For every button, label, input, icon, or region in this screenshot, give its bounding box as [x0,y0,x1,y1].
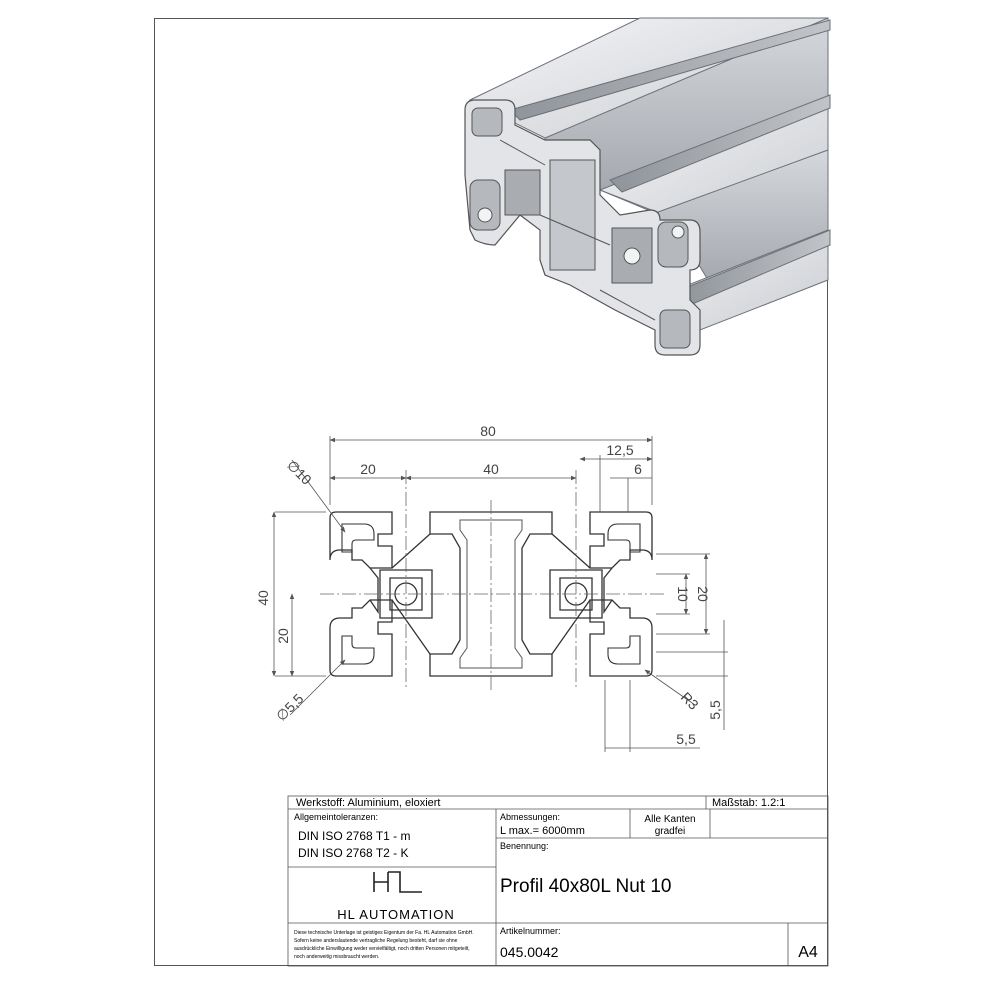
dim-slot-outer: 20 [695,586,711,602]
length-max: L max.= 6000mm [500,825,585,837]
drawing-sheet [154,18,828,966]
hl-logo [373,871,422,893]
dim-pitch: 40 [483,461,499,477]
edges-line-1: Alle Kanten [644,814,695,825]
format-label: A4 [798,944,818,961]
dim-slot-depth: 6 [634,461,642,477]
dimension-labels: 80 20 40 12,5 6 ∅10 ∅5,5 40 20 10 20 R3 … [255,423,723,747]
tolerance-2: DIN ISO 2768 T2 - K [298,846,409,860]
dim-half-height: 20 [275,628,291,644]
dim-edge-offset: 20 [360,461,376,477]
disclaimer-line-3: ausdrückliche Einwilligung weder verviel… [294,946,470,952]
dim-radius: R3 [678,689,702,713]
material-text: Werkstoff: Aluminium, eloxiert [296,797,440,809]
tolerance-1: DIN ISO 2768 T1 - m [298,829,410,843]
designation: Profil 40x80L Nut 10 [500,876,671,897]
dim-slot-offset: 12,5 [606,442,633,458]
disclaimer-line-1: Diese technische Unterlage ist geistiges… [294,930,474,936]
edges-line-2: gradfei [655,826,686,837]
company-name: HL AUTOMATION [337,907,455,922]
profile-3d-view [464,17,831,356]
dim-total-width: 80 [480,423,496,439]
article-number: 045.0042 [500,944,559,960]
dim-core-hole-dia: ∅5,5 [273,690,307,724]
dim-slot-width: 10 [675,586,691,602]
dim-wall-horizontal: 5,5 [676,731,696,747]
dimensions-heading: Abmessungen: [500,812,560,822]
designation-heading: Benennung: [500,841,549,851]
dim-height: 40 [255,590,271,606]
title-block [287,795,829,967]
center-lines [320,470,665,690]
dim-wall-vertical: 5,5 [707,700,723,720]
disclaimer-line-2: Sofern keine anderslautende vertragliche… [294,938,458,944]
article-heading: Artikelnummer: [500,926,561,936]
dimension-lines [271,436,728,752]
scale-text: Maßstab: 1.2:1 [712,797,785,809]
tolerances-heading: Allgemeintoleranzen: [294,812,378,822]
dim-corner-hole-dia: ∅10 [284,457,315,488]
disclaimer-line-4: noch anderweitig missbraucht werden. [294,954,379,960]
